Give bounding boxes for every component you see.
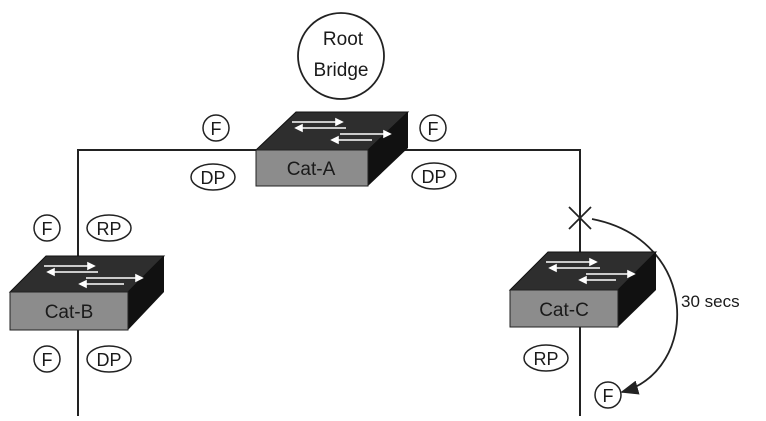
cat-b-bottom-state-badge: F — [33, 345, 61, 373]
switch-cat-b: Cat-B — [8, 255, 166, 331]
port-role-label: RP — [96, 219, 121, 239]
port-state-label: F — [603, 386, 614, 406]
switch-front — [509, 289, 619, 328]
cat-b-top-role-badge: RP — [86, 214, 132, 242]
port-state-label: F — [42, 350, 53, 370]
cat-c-bottom-role-badge: RP — [523, 344, 569, 372]
switch-side — [618, 252, 656, 327]
cat-a-left-state-badge: F — [202, 114, 230, 142]
port-role-label: RP — [533, 349, 558, 369]
switch-cat-c: Cat-C — [508, 251, 658, 328]
transition-arrow-icon — [591, 218, 679, 395]
switch-cat-a: Cat-A — [254, 111, 410, 187]
cat-a-left-role-badge: DP — [190, 163, 236, 191]
switch-arrows-icon — [546, 257, 636, 285]
root-bridge-line2: Bridge — [314, 60, 369, 81]
port-state-label: F — [428, 119, 439, 139]
cat-a-right-state-badge: F — [419, 114, 447, 142]
port-role-label: DP — [421, 167, 446, 187]
switch-front — [255, 149, 369, 187]
cat-c-new-state-badge: F — [594, 381, 622, 409]
link-cat-a-to-cat-c — [372, 149, 581, 265]
network-links — [77, 149, 581, 416]
switch-front — [9, 291, 129, 331]
switch-label: Cat-C — [539, 300, 589, 321]
switch-arrows-icon — [44, 261, 144, 289]
switch-label: Cat-B — [45, 302, 94, 323]
link-cat-a-to-cat-b — [77, 149, 262, 270]
cat-b-bottom-role-badge: DP — [86, 345, 132, 373]
port-state-label: F — [42, 219, 53, 239]
cat-a-right-role-badge: DP — [411, 162, 457, 190]
port-state-label: F — [211, 119, 222, 139]
port-role-label: DP — [96, 350, 121, 370]
switch-side — [128, 256, 164, 330]
switch-side — [368, 112, 408, 186]
root-bridge-line1: Root — [323, 29, 364, 50]
timer-label: 30 secs — [681, 292, 740, 311]
switch-label: Cat-A — [287, 159, 336, 180]
blocked-port-x-icon — [568, 206, 592, 230]
cat-b-top-state-badge: F — [33, 214, 61, 242]
root-bridge-label: Root Bridge — [297, 12, 385, 100]
port-role-label: DP — [200, 168, 225, 188]
switch-arrows-icon — [292, 117, 392, 145]
